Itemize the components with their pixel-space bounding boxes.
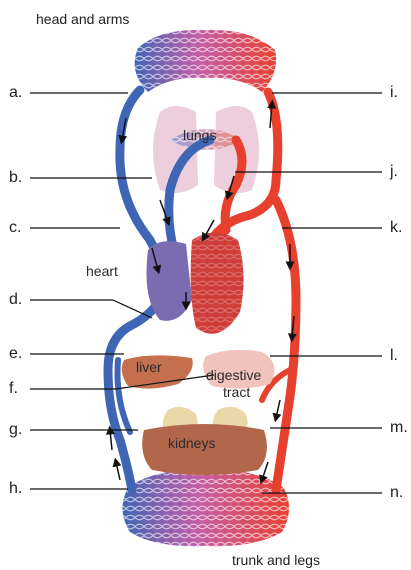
label-c: c. xyxy=(9,219,21,237)
heart-label: heart xyxy=(86,263,118,279)
liver-label: liver xyxy=(136,359,162,375)
digestive-label: digestive xyxy=(206,367,261,383)
label-j: j. xyxy=(390,163,398,181)
label-i: i. xyxy=(390,84,398,102)
label-d: d. xyxy=(9,291,22,309)
tract-label: tract xyxy=(223,384,250,400)
label-l: l. xyxy=(390,347,398,365)
label-m: m. xyxy=(390,419,408,437)
trunk-legs-capillaries xyxy=(122,468,289,546)
lungs-label: lungs xyxy=(183,127,216,143)
label-n: n. xyxy=(390,484,403,502)
label-k: k. xyxy=(390,219,402,237)
label-g: g. xyxy=(9,421,22,439)
label-a: a. xyxy=(9,84,22,102)
label-e: e. xyxy=(9,345,22,363)
label-b: b. xyxy=(9,169,22,187)
heart-organ xyxy=(147,233,244,334)
label-h: h. xyxy=(9,480,22,498)
region-head-and-arms: head and arms xyxy=(36,11,129,27)
head-arms-capillaries xyxy=(135,30,276,92)
region-trunk-and-legs: trunk and legs xyxy=(232,552,320,568)
label-f: f. xyxy=(9,380,18,398)
kidneys-label: kidneys xyxy=(168,435,215,451)
